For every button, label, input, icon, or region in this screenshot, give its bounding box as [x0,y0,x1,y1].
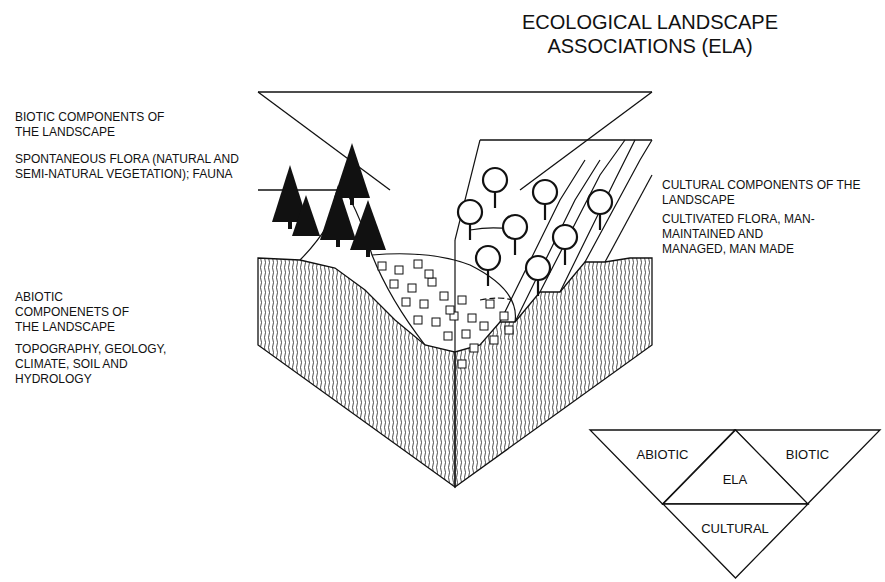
house-square [444,332,452,340]
house-square [425,270,433,278]
terrain-lines [300,140,652,352]
side-label: SPONTANEOUS FLORA (NATURAL AND SEMI-NATU… [15,152,250,182]
house-square [414,316,422,324]
house-square [414,260,422,268]
house-square [446,306,454,314]
diagram-title: ECOLOGICAL LANDSCAPE ASSOCIATIONS (ELA) [500,10,800,58]
house-square [505,326,513,334]
segment-label: ELA [723,473,748,486]
segment-label: CULTURAL [701,522,769,535]
triangle-segment: ELA [663,430,808,504]
house-square [428,278,436,286]
house-square [440,292,448,300]
side-label: BIOTIC COMPONENTS OF THE LANDSCAPE [15,110,175,140]
house-square [480,322,488,330]
house-square [490,336,498,344]
house-square [402,298,410,306]
house-square [420,300,428,308]
house-square [458,296,466,304]
house-square [458,360,466,368]
left-soil-section [258,258,455,487]
triangle-outline [663,430,808,504]
segment-label: BIOTIC [786,448,829,461]
house-square [395,266,403,274]
side-label: CULTURAL COMPONENTS OF THE LANDSCAPE [662,178,877,208]
house-square [500,312,508,320]
house-square [468,314,476,322]
side-label: TOPOGRAPHY, GEOLOGY, CLIMATE, SOIL AND H… [15,342,180,387]
house-square [462,330,470,338]
segment-label: ABIOTIC [636,448,688,461]
house-square [486,300,494,308]
house-square [378,262,386,270]
side-label: CULTIVATED FLORA, MAN-MAINTAINED AND MAN… [662,212,827,257]
side-label: ABIOTIC COMPONENETS OF THE LANDSCAPE [15,290,145,335]
house-square [432,318,440,326]
conifer-trees [272,143,386,257]
block-top-face [258,92,652,190]
settlement-squares [378,260,513,368]
house-square [390,280,398,288]
cultivated-trees [458,168,612,296]
triangle-outline [663,504,808,578]
house-square [408,284,416,292]
triangle-segment: CULTURAL [663,504,808,578]
house-square [470,344,478,352]
